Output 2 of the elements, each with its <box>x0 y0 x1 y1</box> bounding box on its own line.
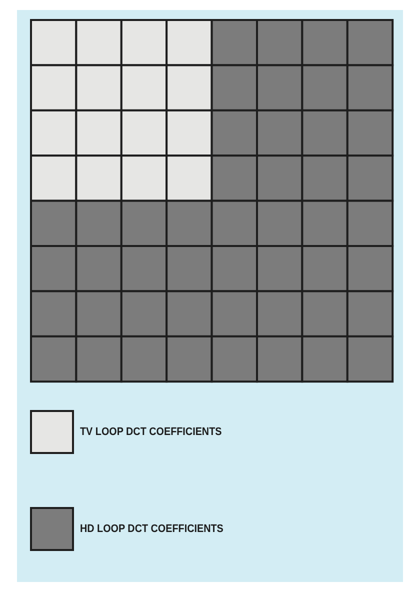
legend-label: TV LOOP DCT COEFFICIENTS <box>80 426 222 438</box>
legend-label: HD LOOP DCT COEFFICIENTS <box>80 523 224 535</box>
